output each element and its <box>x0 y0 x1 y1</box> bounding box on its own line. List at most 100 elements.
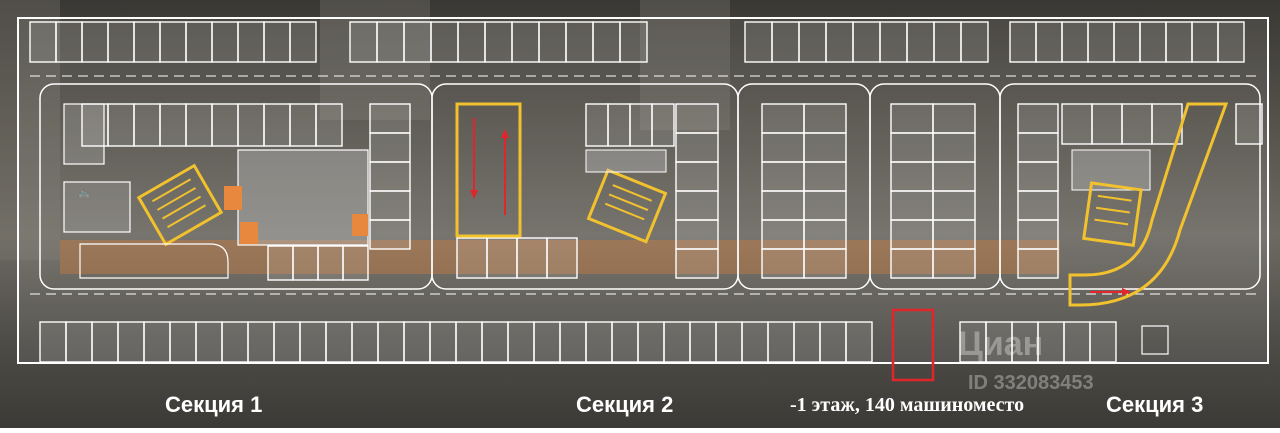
parking-spot <box>819 321 847 363</box>
parking-spot <box>761 132 805 163</box>
parking-spot <box>133 103 161 147</box>
parking-spot <box>803 132 847 163</box>
parking-spot <box>675 219 719 250</box>
arrow-head <box>470 190 478 199</box>
floor-note: -1 этаж, 140 машиноместо <box>790 394 1025 416</box>
parking-spot <box>890 219 934 250</box>
parking-spot <box>890 103 934 134</box>
parking-spot <box>629 103 653 147</box>
parking-spot <box>221 321 249 363</box>
parking-spot <box>1139 21 1167 63</box>
parking-spot <box>292 245 319 281</box>
parking-spot <box>1113 21 1141 63</box>
parking-spot <box>607 103 631 147</box>
parking-spot <box>369 190 411 221</box>
parking-spot <box>507 321 535 363</box>
stair-core-section-2 <box>586 168 668 244</box>
bicycle-icon: 🚲 <box>78 188 90 199</box>
parking-spot <box>689 321 717 363</box>
ramp-section-1 <box>79 243 229 279</box>
parking-spot <box>546 237 578 279</box>
parking-spot <box>890 161 934 192</box>
parking-spot <box>741 321 769 363</box>
parking-spot <box>484 21 513 63</box>
parking-spot <box>1017 190 1059 221</box>
parking-spot <box>890 190 934 221</box>
parking-spot <box>803 190 847 221</box>
parking-spot <box>1011 321 1039 363</box>
parking-spot <box>429 321 457 363</box>
parking-spot <box>247 321 275 363</box>
parking-spot <box>803 103 847 134</box>
parking-spot <box>403 321 431 363</box>
parking-spot <box>533 321 561 363</box>
parking-spot <box>1165 21 1193 63</box>
parking-spot <box>317 245 344 281</box>
parking-spot <box>91 321 119 363</box>
parking-spot <box>825 21 854 63</box>
parking-spot <box>637 321 665 363</box>
parking-spot <box>430 21 459 63</box>
parking-spot <box>133 21 161 63</box>
parking-spot <box>932 219 976 250</box>
parking-spot <box>565 21 594 63</box>
parking-spot <box>845 321 873 363</box>
parking-spot <box>585 321 613 363</box>
parking-spot <box>1017 219 1059 250</box>
parking-spot <box>457 21 486 63</box>
stair-core-section-3 <box>1082 181 1143 248</box>
parking-spot <box>351 321 379 363</box>
exit-stair <box>1141 325 1169 355</box>
parking-spot <box>486 237 518 279</box>
parking-spot <box>761 248 805 279</box>
parking-spot <box>169 321 197 363</box>
parking-spot <box>1061 103 1093 145</box>
parking-spot <box>906 21 935 63</box>
parking-spot <box>933 21 962 63</box>
parking-spot <box>538 21 567 63</box>
parking-spot <box>852 21 881 63</box>
parking-spot <box>1063 321 1091 363</box>
parking-spot <box>289 103 317 147</box>
parking-spot <box>611 321 639 363</box>
parking-spot <box>1017 103 1059 134</box>
parking-spot <box>117 321 145 363</box>
parking-spot <box>237 21 265 63</box>
parking-spot <box>675 103 719 134</box>
highlighted-parking-spot <box>891 308 935 382</box>
parking-spot <box>299 321 327 363</box>
parking-spot <box>455 321 483 363</box>
parking-spot <box>29 21 57 63</box>
parking-spot <box>315 103 343 147</box>
parking-spot <box>1217 21 1245 63</box>
parking-spot <box>55 21 83 63</box>
parking-spot <box>1017 161 1059 192</box>
stair-core-section-1 <box>136 163 224 247</box>
parking-spot <box>793 321 821 363</box>
arrow-head <box>1122 288 1131 296</box>
parking-spot <box>932 161 976 192</box>
arrow-head <box>501 129 509 138</box>
parking-spot <box>559 321 587 363</box>
parking-spot <box>675 248 719 279</box>
parking-spot <box>369 132 411 163</box>
parking-spot <box>767 321 795 363</box>
parking-spot <box>263 21 291 63</box>
parking-spot <box>511 21 540 63</box>
parking-spot <box>715 321 743 363</box>
watermark-brand: Циан <box>958 325 1044 363</box>
parking-spot <box>516 237 548 279</box>
parking-spot <box>985 321 1013 363</box>
parking-spot <box>65 321 93 363</box>
parking-spot <box>1061 21 1089 63</box>
parking-spot <box>369 103 411 134</box>
parking-spot <box>369 161 411 192</box>
parking-spot <box>159 103 187 147</box>
parking-spot <box>1017 248 1059 279</box>
parking-spot <box>107 103 135 147</box>
parking-spot <box>1091 103 1123 145</box>
parking-spot <box>273 321 301 363</box>
